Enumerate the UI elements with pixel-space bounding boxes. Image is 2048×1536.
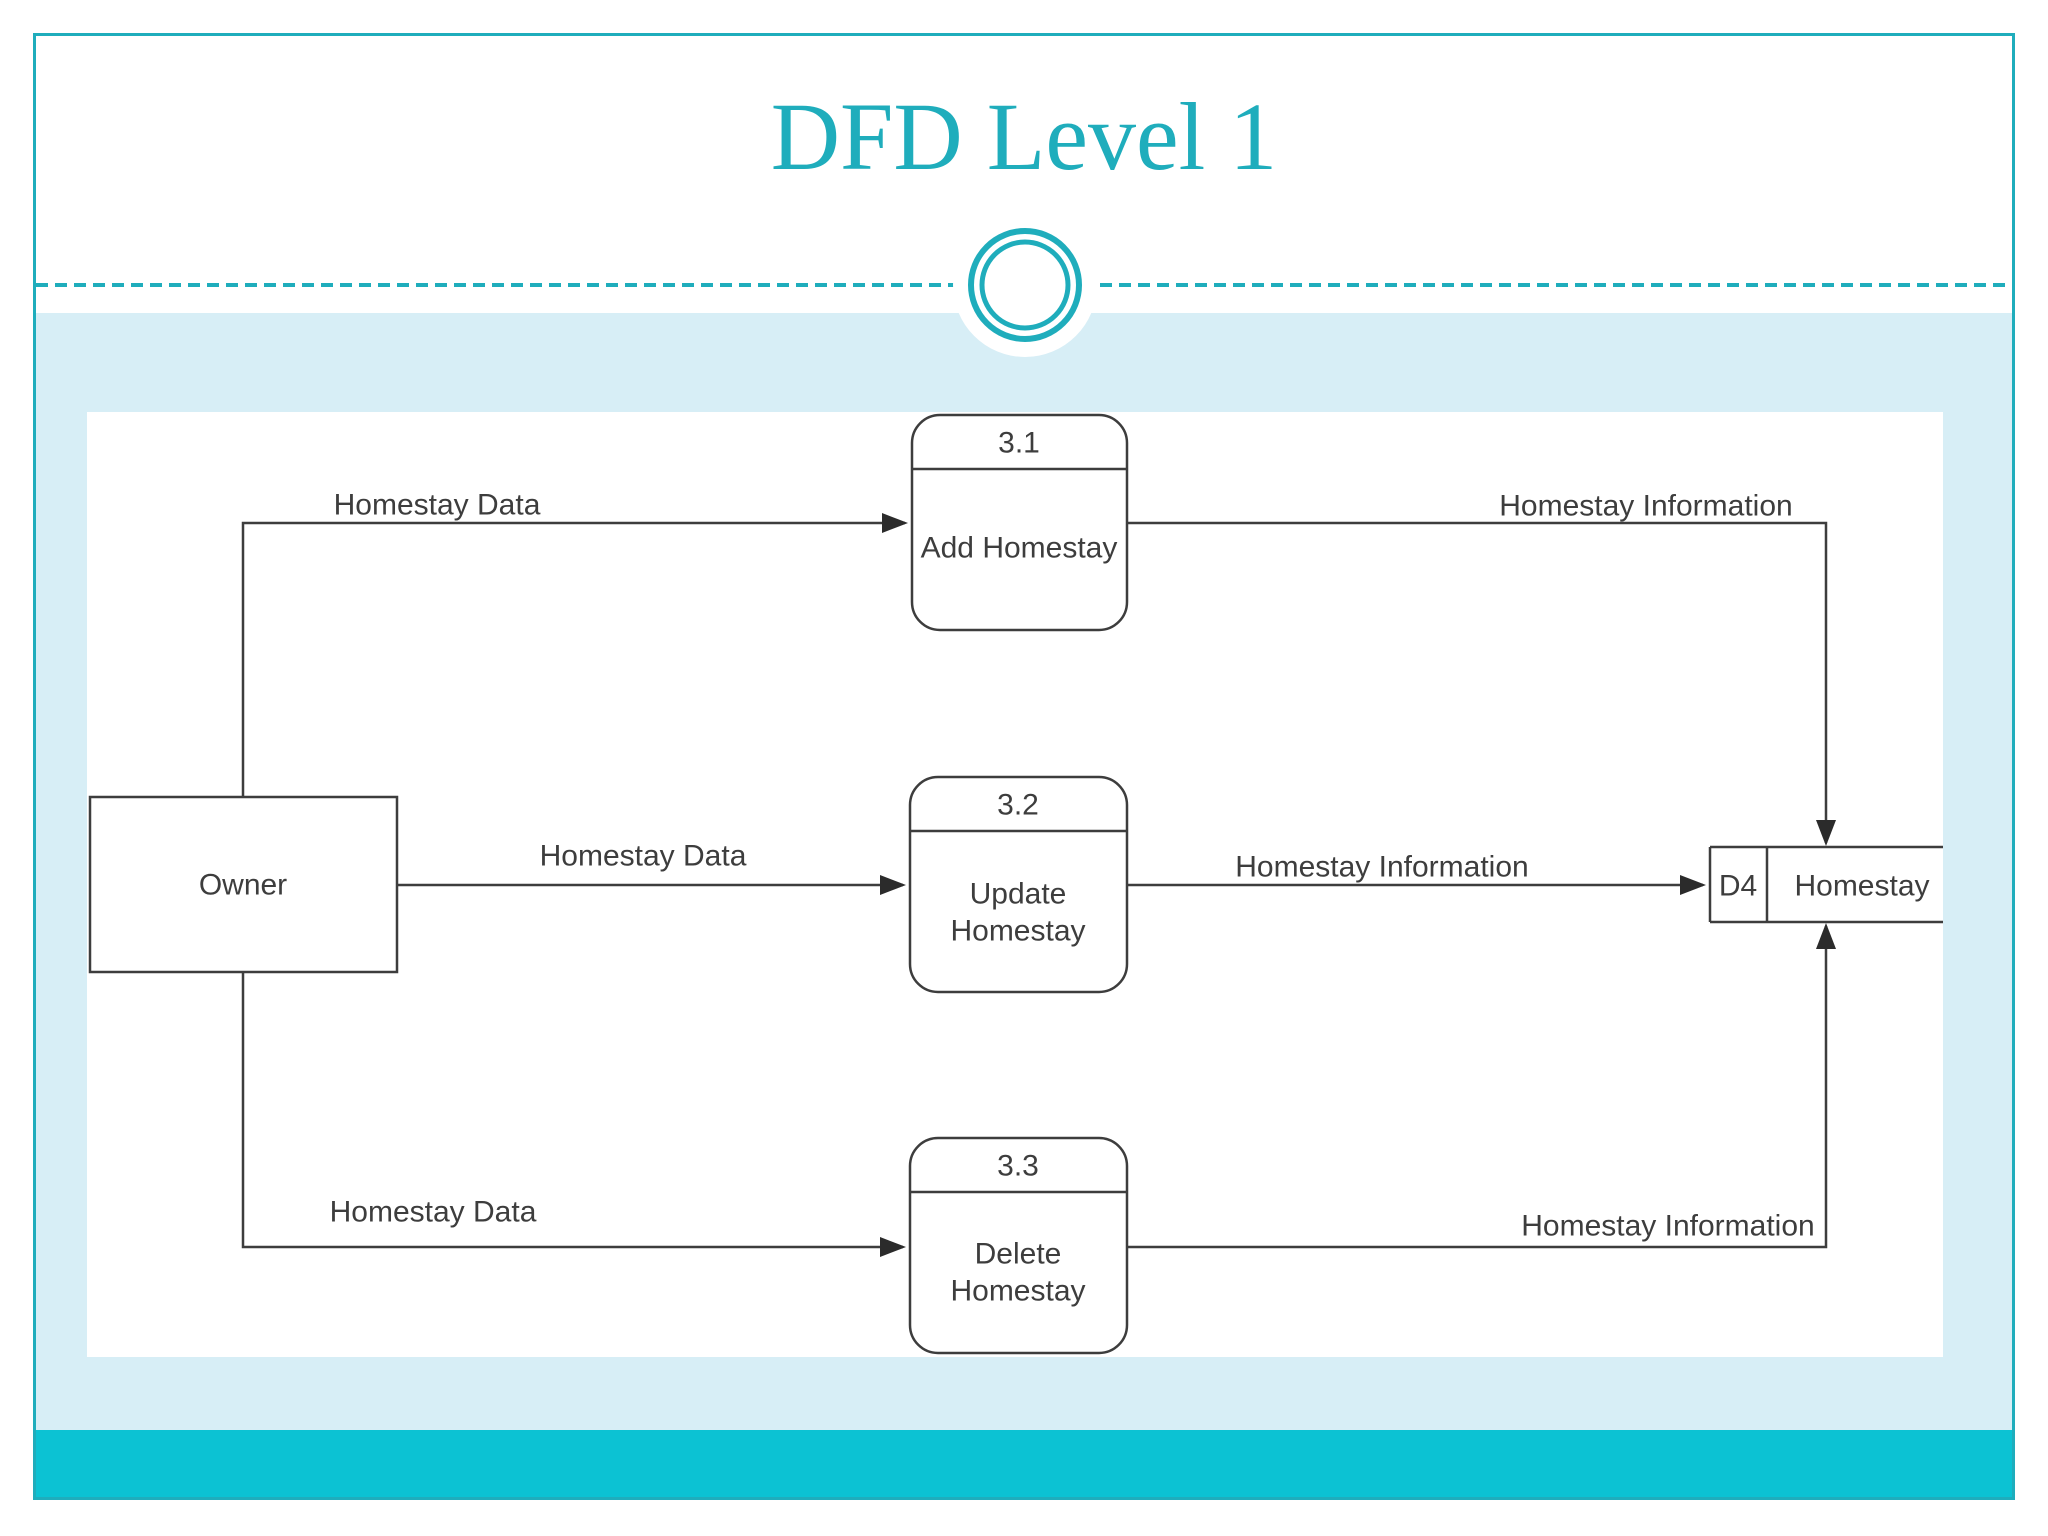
flow-add-homestay-to-store (1127, 521, 1836, 846)
flow-owner-to-delete-homestay (241, 972, 906, 1257)
process-name-line1: Delete (975, 1238, 1062, 1271)
footer-bar (36, 1430, 2012, 1499)
process-name: Add Homestay (921, 532, 1118, 565)
double-circle-ornament-icon (953, 213, 1097, 357)
flow-label: Homestay Data (540, 840, 747, 873)
slide-title: DFD Level 1 (770, 83, 1278, 190)
diagram-panel: Homestay Data Homestay Data Homestay Dat… (87, 412, 1943, 1357)
flow-label: Homestay Data (330, 1196, 537, 1229)
process-name-line2: Homestay (950, 1275, 1085, 1308)
external-entity-owner: Owner (88, 795, 399, 974)
process-number: 3.2 (997, 789, 1039, 822)
flow-label: Homestay Information (1235, 851, 1528, 884)
process-name-line2: Homestay (950, 915, 1085, 948)
flow-label: Homestay Information (1499, 490, 1792, 523)
process-delete-homestay: 3.3 Delete Homestay (908, 1136, 1129, 1355)
flow-label: Homestay Information (1521, 1210, 1814, 1243)
flow-owner-to-add-homestay (241, 513, 908, 797)
process-name-line1: Update (970, 878, 1067, 911)
owner-label: Owner (199, 869, 287, 902)
data-store-id: D4 (1719, 870, 1757, 903)
process-number: 3.1 (998, 427, 1040, 460)
process-add-homestay: 3.1 Add Homestay (910, 413, 1129, 632)
owner-box (88, 795, 399, 974)
process-number: 3.3 (997, 1150, 1039, 1183)
data-store-name: Homestay (1794, 870, 1929, 903)
flow-label: Homestay Data (334, 489, 541, 522)
flow-delete-homestay-to-store (1127, 923, 1836, 1249)
process-update-homestay: 3.2 Update Homestay (908, 775, 1129, 994)
dfd-diagram: Homestay Data Homestay Data Homestay Dat… (88, 413, 1943, 1355)
data-store-homestay: D4 Homestay (1708, 845, 1943, 924)
ornament-inner-ring (979, 239, 1071, 331)
